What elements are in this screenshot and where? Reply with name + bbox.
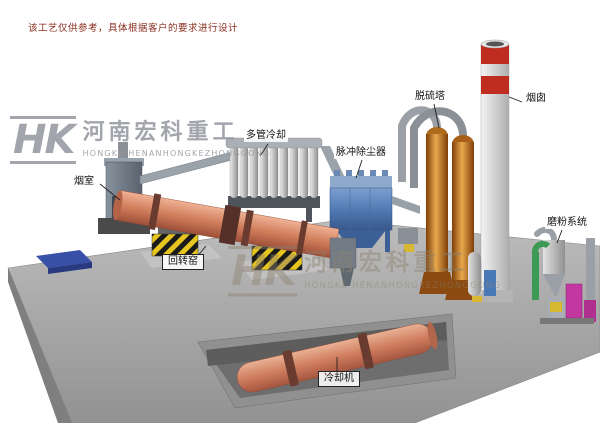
grinding-system (532, 226, 596, 324)
label-grinding-system: 磨粉系统 (545, 217, 589, 229)
label-multi-tube-cooler: 多管冷却 (244, 130, 288, 142)
cooling-machine-cylinder (236, 321, 438, 393)
pulse-dust-collector (329, 170, 420, 252)
desulfurization-towers (398, 106, 481, 300)
label-pulse-dust-collector: 脉冲除尘器 (334, 147, 388, 159)
label-desulfurization-tower: 脱硫塔 (413, 91, 447, 103)
kiln-head-hood (329, 237, 357, 286)
label-rotary-kiln: 回转窑 (162, 254, 204, 270)
chimney-base-tanks (468, 252, 496, 302)
label-smoke-chamber: 烟室 (72, 176, 96, 188)
disclaimer-text: 该工艺仅供参考，具体根据客户的要求进行设计 (28, 23, 239, 34)
label-chimney: 烟囱 (524, 93, 548, 105)
label-cooling-machine: 冷却机 (318, 371, 360, 387)
blue-foundation-pad (36, 250, 92, 274)
rotary-kiln-cylinder (113, 190, 340, 259)
cooler-tubes (229, 145, 319, 199)
multi-tube-cooler (225, 137, 346, 222)
